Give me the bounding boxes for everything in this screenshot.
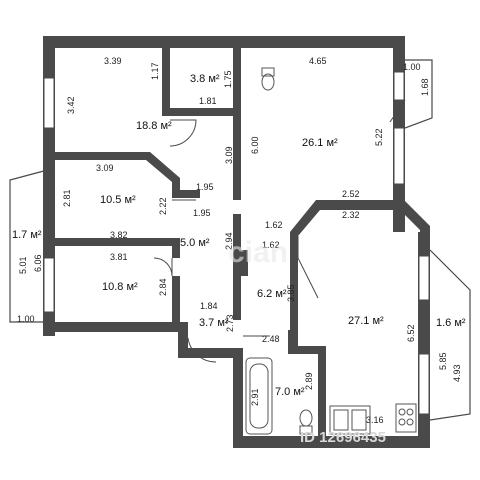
toilet-icon xyxy=(299,409,313,427)
dimension-label: 6.00 xyxy=(250,136,260,154)
dimension-label: 4.65 xyxy=(309,56,327,66)
dimension-label: 1.00 xyxy=(17,314,35,324)
doors xyxy=(153,99,406,363)
dimension-label: 3.16 xyxy=(366,415,384,425)
room-area: 5.0 м² xyxy=(180,237,210,249)
dimension-label: 2.32 xyxy=(342,210,360,220)
dimension-label: 5.01 xyxy=(18,256,28,274)
room-area: 27.1 м² xyxy=(348,315,384,327)
brand-watermark: cian xyxy=(228,236,288,269)
kitchen-sink-icon xyxy=(329,405,371,435)
dimension-label: 1.62 xyxy=(265,220,283,230)
dimension-label: 3.09 xyxy=(224,146,234,164)
window-right-lower xyxy=(418,255,430,301)
dimension-label: 1.84 xyxy=(200,301,218,311)
stove-icon xyxy=(395,403,417,433)
dimension-label: 2.52 xyxy=(342,189,360,199)
dimension-label: 2.84 xyxy=(158,278,168,296)
dimension-label: 6.52 xyxy=(406,324,416,342)
room-area: 10.5 м² xyxy=(100,194,136,206)
dimension-label: 1.68 xyxy=(420,78,430,96)
window-right-bottom xyxy=(418,353,430,415)
room-areas: 18.8 м² 3.8 м² 26.1 м² 10.5 м² 1.7 м² 5.… xyxy=(12,73,466,398)
id-watermark: ID 12696435 xyxy=(300,429,386,446)
balcony-right-bottom xyxy=(429,249,471,421)
dimensions: 3.39 1.17 1.75 4.65 1.00 1.68 3.42 1.81 … xyxy=(17,56,462,425)
dimension-label: 1.81 xyxy=(199,96,217,106)
window-right-top xyxy=(393,71,405,101)
room-area: 3.8 м² xyxy=(190,73,220,85)
room-area: 1.7 м² xyxy=(12,229,42,241)
dimension-label: 1.17 xyxy=(150,62,160,80)
fixtures xyxy=(245,67,417,435)
dimension-label: 2.81 xyxy=(62,189,72,207)
dimension-label: 1.62 xyxy=(262,240,280,250)
room-area: 3.7 м² xyxy=(199,317,229,329)
dimension-label: 3.82 xyxy=(110,230,128,240)
dimension-label: 5.22 xyxy=(374,128,384,146)
watermarks: cian ID 12696435 xyxy=(228,236,386,446)
dimension-label: 6.06 xyxy=(33,254,43,272)
toilet-icon-top xyxy=(261,73,275,91)
room-area: 10.8 м² xyxy=(102,281,138,293)
dimension-label: 3.81 xyxy=(110,252,128,262)
window-left-top xyxy=(43,77,55,129)
dimension-label: 3.09 xyxy=(96,163,114,173)
room-area: 1.6 м² xyxy=(436,317,466,329)
dimension-label: 3.39 xyxy=(104,56,122,66)
dimension-label: 1.95 xyxy=(196,182,214,192)
room-area: 6.2 м² xyxy=(257,288,287,300)
dimension-label: 2.89 xyxy=(304,372,314,390)
dimension-label: 2.94 xyxy=(224,232,234,250)
bathtub-icon xyxy=(245,357,273,435)
interior-walls xyxy=(55,48,430,436)
dimension-label: 1.95 xyxy=(193,208,211,218)
room-area: 18.8 м² xyxy=(136,120,172,132)
dimension-label: 2.48 xyxy=(262,334,280,344)
dimension-label: 1.00 xyxy=(403,62,421,72)
window-right-mid xyxy=(393,127,405,185)
room-area: 7.0 м² xyxy=(275,386,305,398)
dimension-label: 4.93 xyxy=(452,364,462,382)
dimension-label: 5.85 xyxy=(438,352,448,370)
dimension-label: 3.42 xyxy=(66,96,76,114)
balcony-right-top xyxy=(404,59,433,129)
dimension-label: 3.85 xyxy=(286,284,296,302)
window-left-bottom xyxy=(43,257,55,313)
windows xyxy=(9,59,471,421)
dimension-label: 2.73 xyxy=(225,314,235,332)
dimension-label: 1.75 xyxy=(223,70,233,88)
balcony-left xyxy=(9,167,56,323)
dimension-label: 2.91 xyxy=(250,388,260,406)
dimension-label: 2.22 xyxy=(158,197,168,215)
room-area: 26.1 м² xyxy=(302,137,338,149)
